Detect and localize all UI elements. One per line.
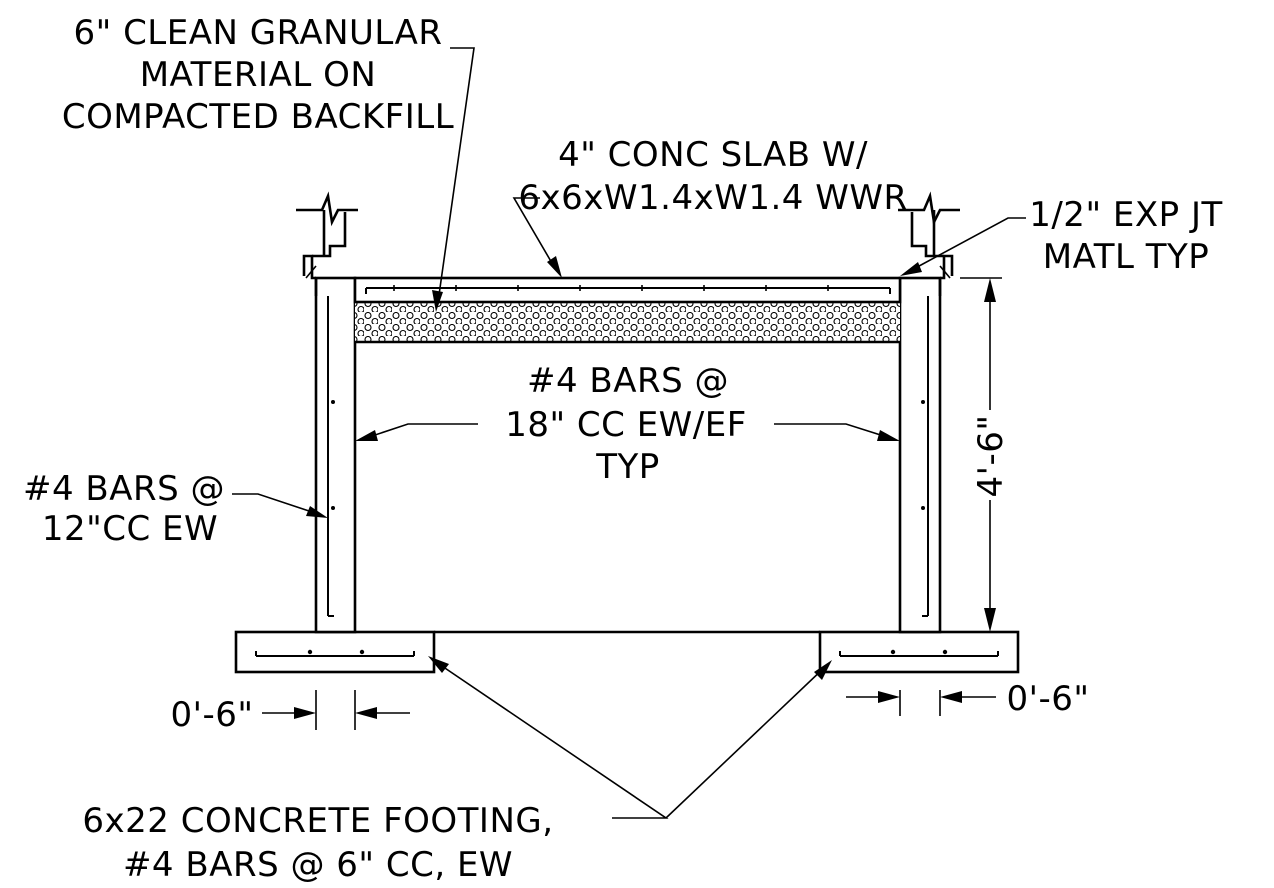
wallbars-leader-right <box>774 423 891 439</box>
leftbars-label-line1: #4 BARS @ <box>23 469 225 509</box>
right-dim-arrow-a <box>878 691 900 703</box>
left-footing <box>234 630 436 674</box>
right-dim-arrow-b <box>940 691 962 703</box>
slab-leader-arrow <box>547 256 562 278</box>
wallbars-leader-left <box>365 423 478 439</box>
expjt-label-line2: MATL TYP <box>1043 237 1210 277</box>
left-footing-rebar-dot <box>307 649 313 655</box>
right-break-stub <box>898 191 960 296</box>
right-footing-rebar-dot <box>890 649 896 655</box>
wallbars-label-line3: TYP <box>595 447 660 487</box>
right-wall <box>898 276 942 634</box>
left-wall <box>314 276 357 634</box>
footing-leader-right-arrow <box>814 660 832 680</box>
left-dim-arrow-a <box>294 707 316 719</box>
right-dim-label: 0'-6" <box>1006 679 1089 719</box>
wallbars-leader-left-arrow <box>355 430 378 441</box>
footing-leader-right <box>665 665 827 819</box>
expjt-leader <box>907 217 1026 273</box>
left-dim-arrow-b <box>355 707 377 719</box>
granular-leader-arrow <box>432 290 443 312</box>
granular-label-line2: MATERIAL ON <box>140 55 377 95</box>
right-footing <box>818 630 1020 674</box>
height-dim-arrow-top <box>984 278 996 302</box>
height-dim-label: 4'-6" <box>971 414 1011 497</box>
left-wall-rebar-dot <box>331 506 335 510</box>
wallbars-label-line2: 18" CC EW/EF <box>505 405 747 445</box>
leftbars-leader-arrow <box>306 506 328 518</box>
right-footing-rebar-dot <box>942 649 948 655</box>
right-wall-rebar-dot <box>921 400 925 404</box>
slab-label-line1: 4" CONC SLAB W/ <box>558 135 868 175</box>
footing-label-line1: 6x22 CONCRETE FOOTING, <box>82 801 553 841</box>
leftbars-leader <box>232 493 319 515</box>
granular-fill <box>355 302 900 342</box>
left-wall-rebar-dot <box>331 400 335 404</box>
footing-leader-left-arrow <box>428 656 449 673</box>
wallbars-leader-right-arrow <box>877 430 900 441</box>
height-dim-arrow-bot <box>984 608 996 632</box>
expjt-label-line1: 1/2" EXP JT <box>1029 195 1223 235</box>
leftbars-label-line2: 12"CC EW <box>42 509 218 549</box>
granular-label-line1: 6" CLEAN GRANULAR <box>73 13 442 53</box>
footing-label-line2: #4 BARS @ 6" CC, EW <box>123 845 513 885</box>
slab-wwr-ticks <box>393 285 829 291</box>
granular-leader <box>437 47 475 303</box>
slab-leader <box>512 197 557 271</box>
left-dim-label: 0'-6" <box>170 695 253 735</box>
footing-leader <box>435 661 669 819</box>
expjt-leader-arrow <box>900 262 922 276</box>
slab-label-line2: 6x6xW1.4xW1.4 WWR <box>518 178 907 218</box>
wallbars-label-line1: #4 BARS @ <box>527 361 729 401</box>
left-break-stub <box>296 191 358 296</box>
concrete-slab <box>353 276 902 304</box>
granular-label-line3: COMPACTED BACKFILL <box>62 97 454 137</box>
left-footing-rebar-dot <box>359 649 365 655</box>
right-wall-rebar-dot <box>921 506 925 510</box>
